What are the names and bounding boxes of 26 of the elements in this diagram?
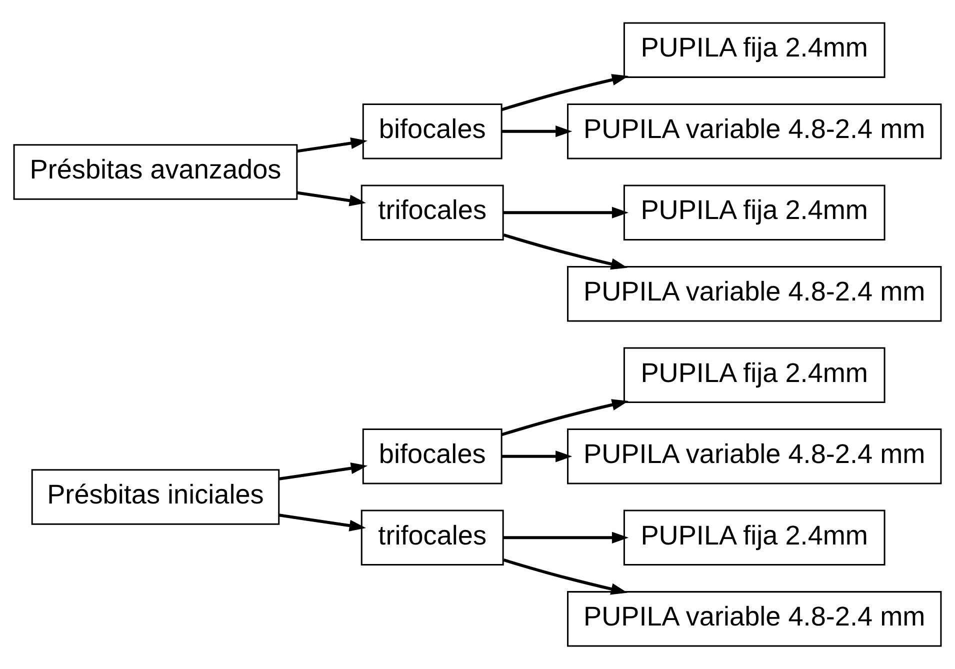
node-box: bifocales — [362, 428, 502, 484]
node-box: Présbitas iniciales — [31, 469, 280, 525]
node-box: PUPILA variable 4.8-2.4 mm — [567, 428, 942, 484]
node-box: PUPILA fija 2.4mm — [623, 184, 886, 240]
arrow — [503, 558, 628, 595]
arrow — [501, 399, 629, 436]
arrow — [501, 74, 629, 112]
node-box: PUPILA fija 2.4mm — [623, 347, 886, 403]
node-box: trifocales — [360, 510, 504, 566]
arrow — [502, 126, 572, 138]
node-box: Présbitas avanzados — [13, 144, 298, 200]
arrow — [503, 234, 628, 270]
node-box: PUPILA variable 4.8-2.4 mm — [567, 104, 942, 160]
node-box: PUPILA fija 2.4mm — [623, 510, 886, 566]
arrow — [278, 514, 366, 532]
node-box: PUPILA fija 2.4mm — [623, 22, 886, 78]
node-box: PUPILA variable 4.8-2.4 mm — [567, 266, 942, 322]
arrow — [503, 532, 629, 544]
node-box: bifocales — [362, 104, 502, 160]
arrow — [278, 462, 368, 480]
arrow — [503, 206, 629, 218]
arrow — [296, 137, 368, 153]
node-box: PUPILA variable 4.8-2.4 mm — [567, 591, 942, 647]
arrow — [502, 450, 572, 462]
arrow — [296, 191, 366, 206]
node-box: trifocales — [360, 184, 504, 240]
